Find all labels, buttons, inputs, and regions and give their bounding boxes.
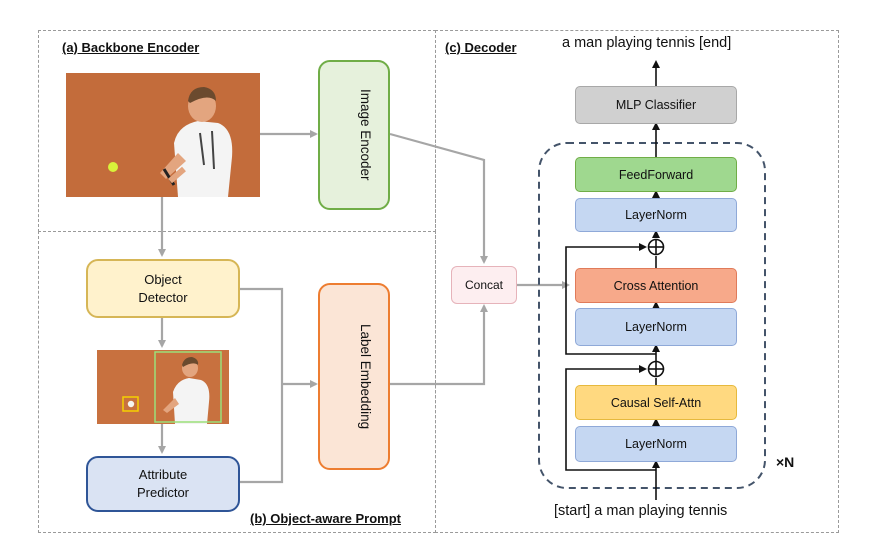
layernorm-top-label: LayerNorm [625, 208, 687, 222]
concat-block: Concat [451, 266, 517, 304]
backbone-encoder-title: (a) Backbone Encoder [62, 40, 200, 55]
decoder-output-text: a man playing tennis [end] [562, 35, 732, 51]
object-detector-label-line1: Object [144, 271, 182, 287]
object-detector-block: Object Detector [86, 259, 240, 318]
object-detector-label-line2: Detector [138, 289, 188, 305]
attribute-predictor-label-line2: Predictor [136, 485, 190, 500]
label-embedding-block: Label Embedding [318, 283, 390, 470]
cross-attention-block: Cross Attention [575, 268, 737, 303]
tennis-photo [66, 73, 260, 197]
image-encoder-block: Image Encoder [318, 60, 390, 210]
repeat-count: ×N [776, 454, 795, 470]
mlp-classifier-label: MLP Classifier [615, 98, 697, 112]
feedforward-label: FeedForward [618, 167, 694, 182]
image-encoder-label: Image Encoder [358, 89, 373, 181]
layernorm-top-block: LayerNorm [575, 198, 737, 232]
cross-attention-label: Cross Attention [613, 278, 699, 293]
detection-photo [97, 350, 229, 424]
attribute-predictor-label-line1: Attribute [138, 467, 188, 482]
layernorm-mid-block: LayerNorm [575, 308, 737, 346]
concat-label: Concat [464, 278, 504, 292]
causal-self-attn-block: Causal Self-Attn [575, 385, 737, 420]
feedforward-block: FeedForward [575, 157, 737, 192]
decoder-region [435, 30, 839, 533]
layernorm-bottom-label: LayerNorm [625, 437, 687, 451]
layernorm-bottom-block: LayerNorm [575, 426, 737, 462]
label-embedding-label: Label Embedding [358, 323, 373, 430]
decoder-title: (c) Decoder [445, 40, 517, 55]
attribute-predictor-block: Attribute Predictor [86, 456, 240, 512]
decoder-input-text: [start] a man playing tennis [554, 503, 728, 519]
layernorm-mid-label: LayerNorm [625, 320, 687, 334]
object-aware-prompt-title: (b) Object-aware Prompt [250, 511, 401, 526]
mlp-classifier-block: MLP Classifier [575, 86, 737, 124]
causal-self-attn-label: Causal Self-Attn [610, 395, 702, 410]
